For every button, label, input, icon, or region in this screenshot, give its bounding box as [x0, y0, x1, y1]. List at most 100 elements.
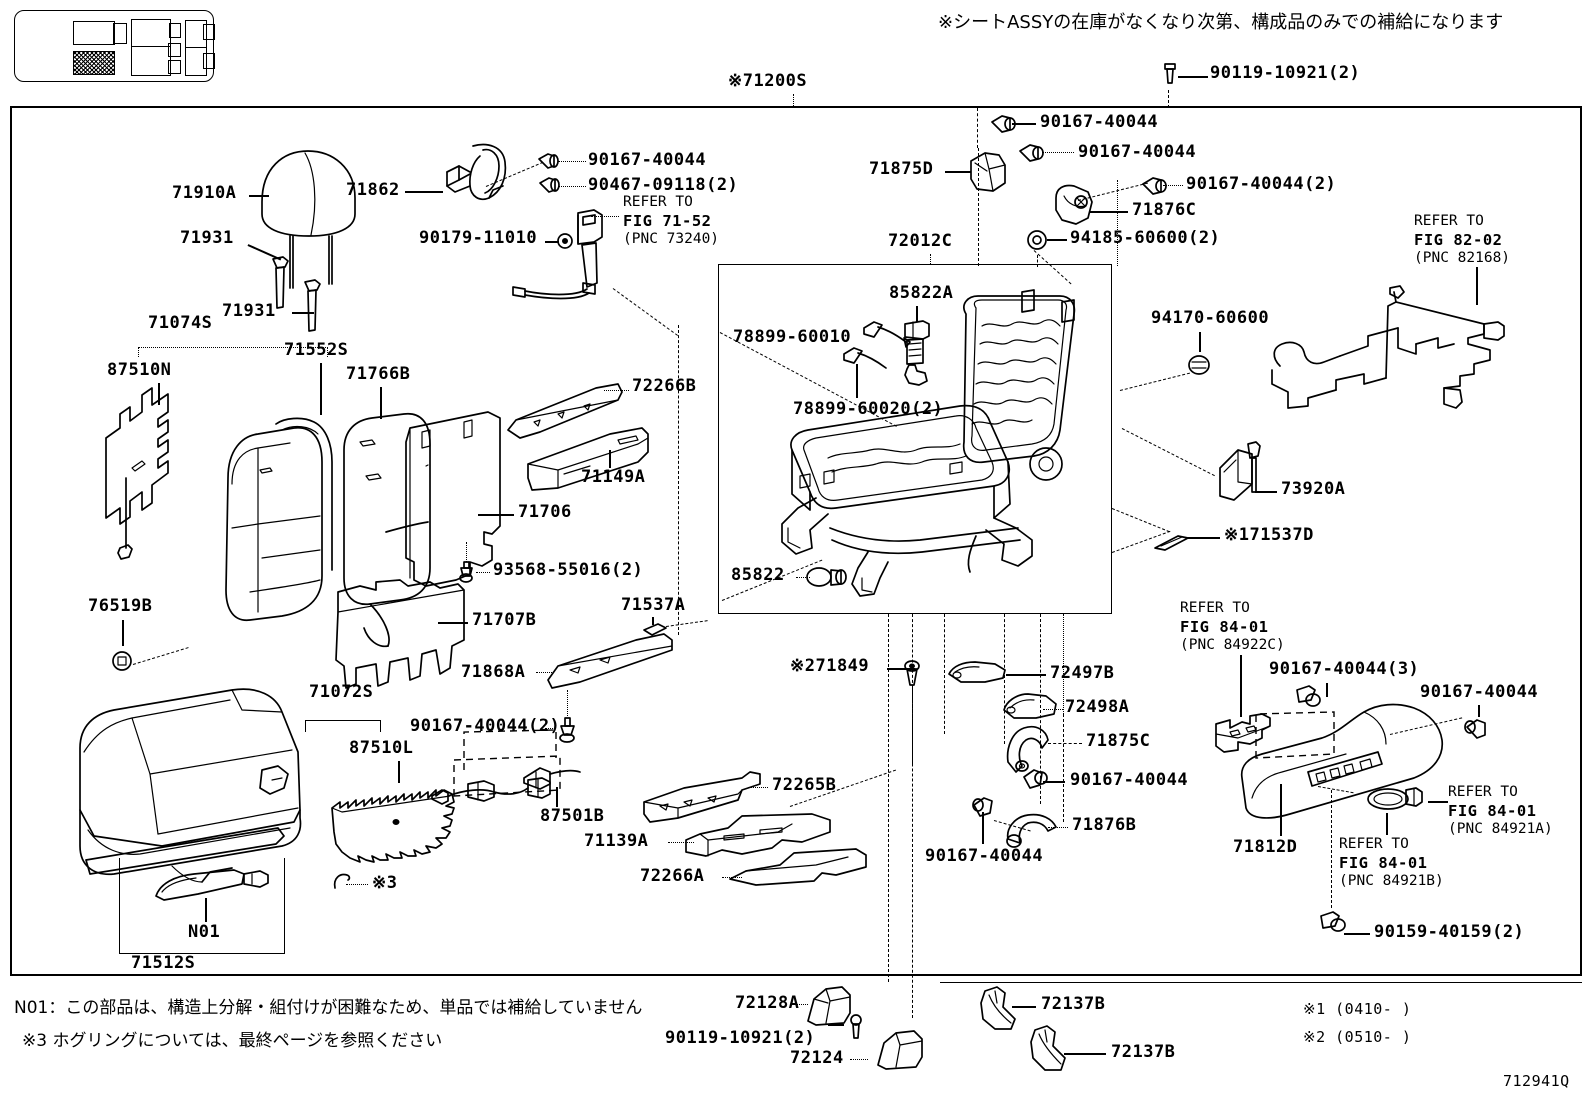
header-note-japanese: ※シートASSYの在庫がなくなり次第、構成品のみでの補給になります: [938, 12, 1504, 33]
leader-73920A: [1255, 491, 1277, 493]
callout-cover-71875C: 71875C: [1086, 731, 1151, 751]
refer-84-01-c-line2: FIG 84-01: [1180, 617, 1269, 636]
callout-seatback-group-71074S: 71074S: [148, 313, 213, 333]
refer-82-02-line2: FIG 82-02: [1414, 230, 1503, 249]
part-headrest-stay-upper: [272, 256, 289, 309]
callout-headrest-stay-1: 71931: [180, 228, 234, 248]
refer-71-52-line3: (PNC 73240): [623, 231, 720, 248]
leader-87510L: [398, 761, 400, 783]
refer-71-52-line1: REFER TO: [623, 194, 693, 210]
part-lower-back-cover-71707B: [335, 579, 465, 689]
part-hinge-cover-71862: [446, 143, 507, 201]
footer-date-note-1: ※1 (0410- ): [1303, 1000, 1412, 1018]
callout-cushion-cover-71512S: 71512S: [131, 953, 196, 973]
bracket-71072S: [305, 720, 381, 732]
footer-hairline: [940, 982, 1582, 983]
leader-90179: [545, 241, 559, 243]
callout-motor-85822A: 85822A: [889, 283, 954, 303]
leader-bolt-90119-top: [1178, 76, 1208, 78]
callout-bolt-90119-10921-bot: 90119-10921(2): [665, 1028, 816, 1048]
refer-fig-84-01-c: REFER TO FIG 84-01 (PNC 84922C): [1180, 600, 1285, 655]
icon-screw-90167-f: [1296, 685, 1321, 707]
key-cell-second-row-right-low: [168, 60, 181, 74]
key-cell-second-row-left-lower: [131, 46, 171, 76]
leader-N01: [205, 898, 207, 922]
icon-bolt-90179-11010: [557, 233, 573, 249]
dash-90167-a: [977, 108, 978, 148]
leader-72137B-2: [1064, 1053, 1106, 1055]
part-side-cover-71149A: [527, 427, 649, 491]
icon-screw-90159-40159: [1320, 911, 1346, 932]
footer-note-n01: N01：この部品は、構造上分解・組付けが困難なため、単品では補給していません: [14, 998, 643, 1018]
callout-screw-90167-top-hinge: 90167-40044: [588, 150, 707, 170]
callout-bolt-78899-60020: 78899-60020(2): [793, 399, 944, 419]
callout-screw-90167-g: 90167-40044: [1420, 682, 1539, 702]
icon-bolt-78899-60020: [843, 347, 887, 369]
leader-90167-e: [982, 812, 984, 844]
callout-bolt-78899-60010: 78899-60010: [733, 327, 852, 347]
leader-71862: [405, 191, 443, 193]
leader-71552S: [320, 363, 322, 415]
leader-271849: [887, 668, 915, 670]
icon-screw-90167-b: [1019, 144, 1044, 162]
callout-lower-back-cover-71707B: 71707B: [472, 610, 537, 630]
dash-271849-down: [912, 688, 913, 1018]
part-lever-72497B: [948, 661, 1006, 683]
key-cell-third-row-left-lower: [185, 47, 207, 76]
leader-87501B: [556, 787, 558, 807]
leader-76519B: [122, 620, 124, 646]
leader-72266B: [604, 390, 629, 391]
callout-screw-90167-b: 90167-40044: [1078, 142, 1197, 162]
part-motor-85822A: [904, 320, 930, 386]
callout-screw-90167-e: 90167-40044: [925, 846, 1044, 866]
icon-screw-90167-c: [1142, 177, 1167, 195]
leader-90167-a: [1012, 123, 1036, 125]
callout-screw-90167-c: 90167-40044(2): [1186, 174, 1337, 194]
footer-date-note-2: ※2 (0510- ): [1303, 1028, 1412, 1046]
callout-shim-171537D: ※171537D: [1224, 525, 1314, 545]
callout-nut-94170-60600: 94170-60600: [1151, 308, 1270, 328]
callout-bracket-72137B-2: 72137B: [1111, 1042, 1176, 1062]
leader-94170: [1199, 332, 1201, 352]
callout-nut-94185-60600: 94185-60600(2): [1070, 228, 1221, 248]
key-cell-second-row-right: [169, 23, 181, 38]
part-recliner-cover-71875D: [970, 152, 1006, 192]
leader-93568-up: [466, 542, 467, 562]
leader-assembly-71200S: [793, 94, 794, 106]
part-seatback-cover-71552S: [225, 417, 333, 621]
callout-screw-90167-f: 90167-40044(3): [1269, 659, 1420, 679]
part-seat-belt-buckle: [512, 209, 603, 300]
callout-heater-87510N: 87510N: [107, 360, 172, 380]
diagram-code: 712941Q: [1503, 1072, 1570, 1090]
callout-hook-76519B: 76519B: [88, 596, 153, 616]
refer-fig-84-01-a: REFER TO FIG 84-01 (PNC 84921A): [1448, 784, 1553, 839]
callout-screw-90167-a: 90167-40044: [1040, 112, 1159, 132]
key-cell-front-seat: [73, 21, 115, 45]
dash-buckle-down: [678, 325, 679, 635]
part-headrest-stay-lower: [304, 279, 321, 332]
leader-72012C: [930, 254, 931, 264]
leader-90167-g: [1478, 705, 1480, 717]
leader-72498A: [1043, 709, 1063, 710]
leader-71149A: [609, 450, 611, 468]
callout-screw-90159-40159: 90159-40159(2): [1374, 922, 1525, 942]
leader-71875D: [945, 171, 971, 173]
callout-clip-271849: ※271849: [790, 656, 870, 676]
callout-lever-72497B: 72497B: [1050, 663, 1115, 683]
leader-71876B: [1048, 827, 1068, 828]
leader-71139A: [668, 842, 694, 843]
dash-box-87510L-connector: [463, 729, 557, 770]
dash-frame-v4: [1004, 614, 1005, 744]
refer-82-02-line3: (PNC 82168): [1414, 250, 1511, 267]
part-heater-87510L: [331, 789, 455, 863]
key-cell-third-row-right-low: [203, 53, 215, 69]
leader-90119-bot: [828, 1024, 844, 1026]
leader-90167-cushion-up: [567, 690, 568, 716]
refer-84-01-a-line2: FIG 84-01: [1448, 801, 1537, 820]
dash-frame-v-top1: [978, 148, 979, 266]
bracket-71074S: [138, 347, 328, 357]
refer-84-01-b-line3: (PNC 84921B): [1339, 873, 1444, 890]
part-armrest-cap-84921A: [1367, 787, 1423, 810]
part-headrest-71910A: [261, 150, 356, 289]
